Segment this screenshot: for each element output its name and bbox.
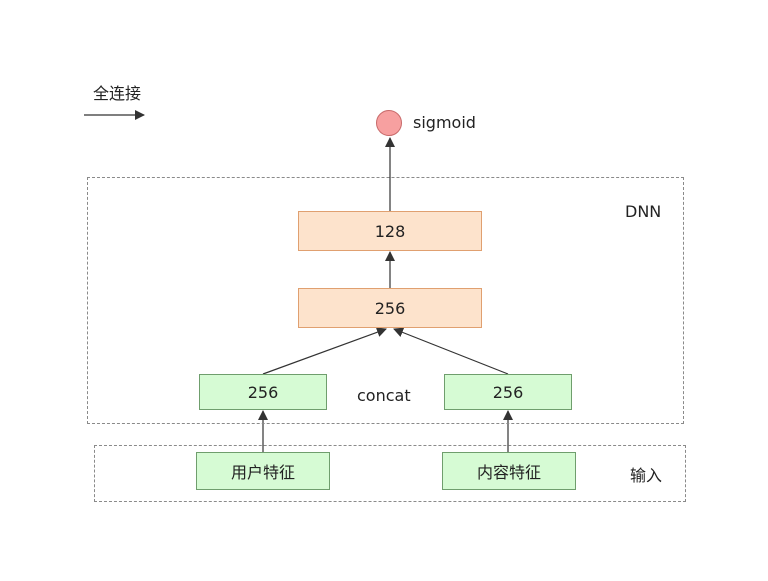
input-label: 输入 <box>630 466 663 485</box>
arrow-user-tower-to-256 <box>262 327 387 375</box>
sigmoid-label: sigmoid <box>413 113 476 132</box>
legend-label: 全连接 <box>93 84 142 103</box>
sigmoid-node <box>376 110 402 136</box>
dnn-region <box>87 177 684 424</box>
item-tower-layer: 256 <box>444 374 572 410</box>
arrow-item-tower-to-256 <box>393 327 509 375</box>
input-region <box>94 445 686 502</box>
dense-layer-128: 128 <box>298 211 482 251</box>
dense-layer-256: 256 <box>298 288 482 328</box>
user-tower-layer: 256 <box>199 374 327 410</box>
item-feature-box: 内容特征 <box>442 452 576 490</box>
dnn-label: DNN <box>625 202 662 221</box>
user-feature-box: 用户特征 <box>196 452 330 490</box>
concat-label: concat <box>357 386 411 405</box>
